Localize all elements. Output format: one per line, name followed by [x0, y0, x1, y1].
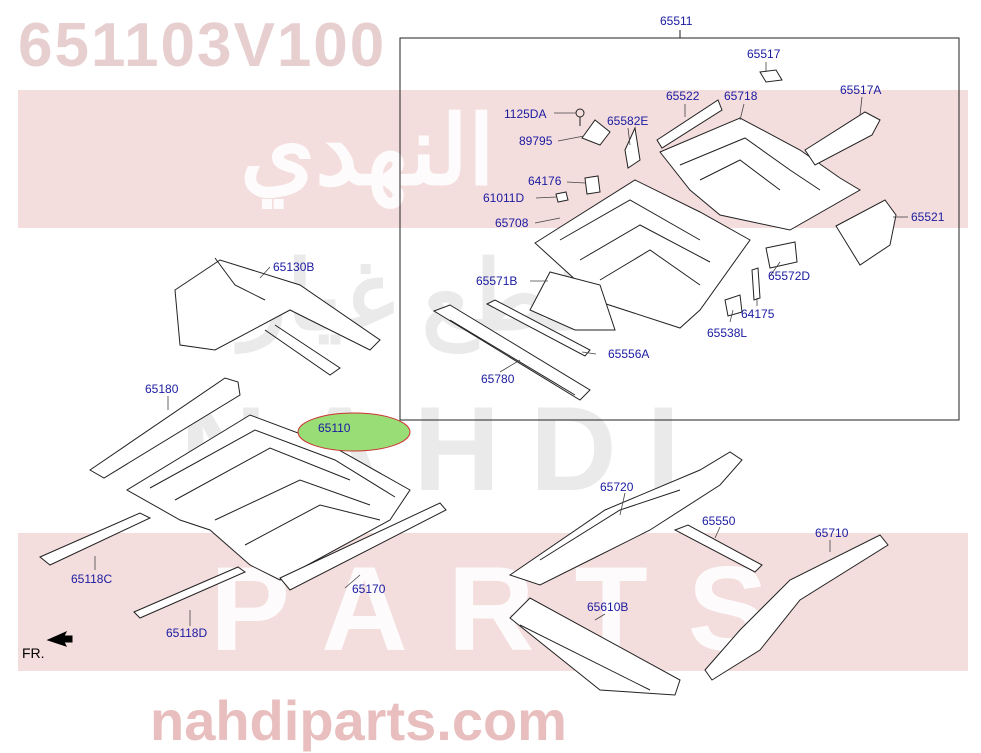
part-64176[interactable] [584, 175, 601, 195]
label-65110[interactable]: 65110 [318, 421, 351, 435]
label-61011D[interactable]: 61011D [483, 191, 525, 205]
fr-label: FR. [22, 645, 45, 661]
label-65556A[interactable]: 65556A [608, 347, 650, 361]
label-65610B[interactable]: 65610B [587, 600, 629, 614]
part-65110[interactable] [126, 414, 411, 581]
part-65718[interactable] [659, 117, 861, 231]
part-65180[interactable] [89, 377, 241, 479]
label-65708[interactable]: 65708 [495, 216, 529, 230]
part-65517A[interactable] [804, 111, 881, 166]
line-art [39, 30, 960, 696]
part-65118C[interactable] [39, 512, 152, 566]
label-65517[interactable]: 65517 [747, 47, 781, 61]
watermark-arabic-top: النهدي [240, 98, 495, 205]
label-65517A[interactable]: 65517A [840, 83, 882, 97]
highlight-ellipse-65110 [297, 412, 411, 452]
part-64175[interactable] [751, 267, 761, 301]
part-65521[interactable] [835, 199, 897, 266]
part-65130B[interactable] [174, 259, 381, 351]
part-65517[interactable] [759, 69, 783, 83]
part-65538L[interactable] [724, 294, 743, 317]
part-65610B[interactable] [509, 597, 681, 696]
label-65130B[interactable]: 65130B [273, 260, 315, 274]
part-65720[interactable] [508, 451, 743, 586]
label-65522[interactable]: 65522 [666, 89, 700, 103]
part-65170[interactable] [279, 502, 447, 591]
fr-arrow [46, 630, 73, 647]
label-65511[interactable]: 65511 [660, 14, 693, 28]
label-64176[interactable]: 64176 [528, 174, 562, 188]
label-1125DA[interactable]: 1125DA [504, 107, 547, 121]
label-65118C[interactable]: 65118C [71, 572, 113, 586]
label-65521[interactable]: 65521 [911, 210, 945, 224]
part-61011D[interactable] [555, 191, 569, 203]
label-65550[interactable]: 65550 [702, 514, 736, 528]
label-65180[interactable]: 65180 [145, 382, 179, 396]
part-65556A[interactable] [485, 299, 591, 357]
part-65550[interactable] [673, 524, 763, 573]
part-65118D[interactable] [133, 566, 247, 619]
label-65710[interactable]: 65710 [815, 526, 849, 540]
part-65522[interactable] [656, 99, 723, 149]
label-65170[interactable]: 65170 [352, 582, 386, 596]
part-65571B[interactable] [529, 271, 616, 331]
label-65780[interactable]: 65780 [481, 372, 515, 386]
label-89795[interactable]: 89795 [519, 134, 553, 148]
label-65582E[interactable]: 65582E [607, 114, 649, 128]
label-65718[interactable]: 65718 [724, 89, 758, 103]
label-65720[interactable]: 65720 [600, 480, 634, 494]
part-65780[interactable] [432, 304, 591, 401]
label-65571B[interactable]: 65571B [476, 274, 518, 288]
part-1125DA[interactable] [575, 108, 585, 118]
part-89795[interactable] [581, 119, 611, 146]
part-65710[interactable] [704, 534, 889, 681]
label-65538L[interactable]: 65538L [707, 326, 748, 340]
label-65572D[interactable]: 65572D [768, 269, 811, 283]
label-64175[interactable]: 64175 [741, 307, 775, 321]
watermark-part-number: 651103V100 [18, 11, 387, 80]
part-65582E[interactable] [624, 126, 641, 169]
label-65118D[interactable]: 65118D [166, 626, 208, 640]
parts-diagram: 651103V100 النهدي قطع غيار NAHDI PARTS n… [18, 11, 968, 752]
part-65572D[interactable] [765, 241, 798, 269]
